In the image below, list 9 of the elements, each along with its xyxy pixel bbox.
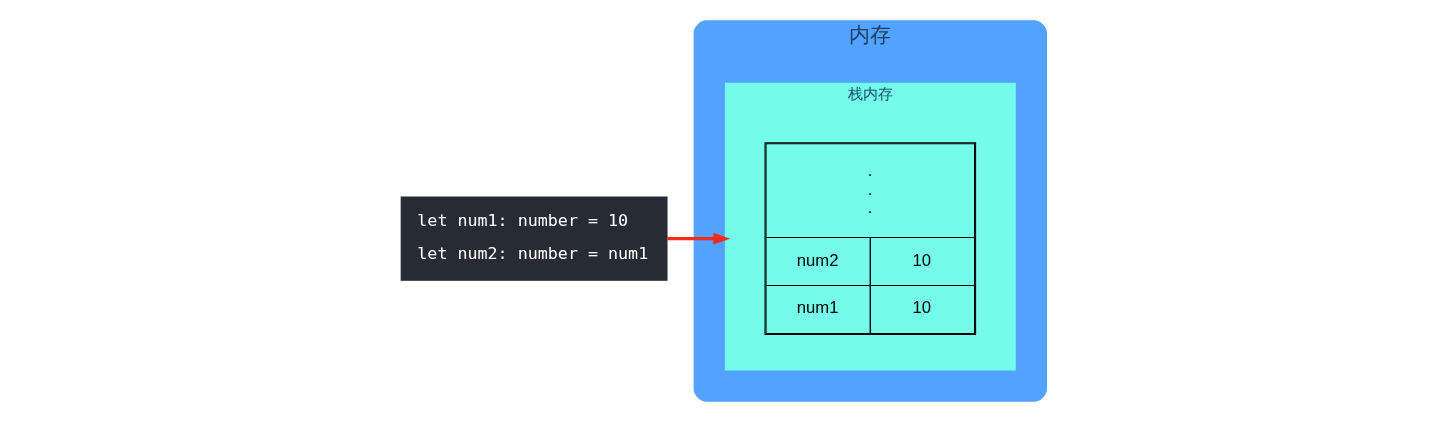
arrow bbox=[666, 232, 730, 245]
label: num1 bbox=[796, 298, 839, 318]
label: num2 bbox=[796, 250, 839, 270]
label: 10 bbox=[912, 298, 931, 318]
node-box: let num1: number = 10 let num2: number = num1 bbox=[400, 196, 668, 281]
label: . bbox=[867, 160, 872, 180]
label: . bbox=[867, 179, 872, 199]
label: 10 bbox=[912, 250, 931, 270]
label: . bbox=[867, 198, 872, 218]
